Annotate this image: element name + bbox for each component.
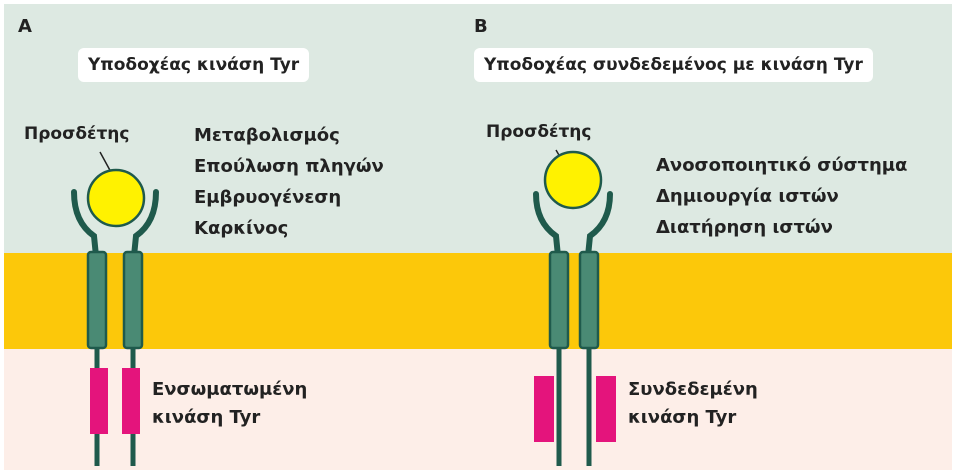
function-item: Μεταβολισμός — [194, 120, 384, 151]
function-item: Εμβρυογένεση — [194, 182, 384, 213]
panel-letter: B — [474, 16, 488, 37]
transmembrane-segment-right — [124, 252, 142, 348]
associated-kinase-left — [534, 376, 554, 442]
transmembrane-segment-left — [550, 252, 568, 348]
kinase-label: Ενσωματωμένη κινάση Tyr — [152, 376, 307, 432]
kinase-label-line: Συνδεδεμένη — [628, 376, 758, 404]
kinase-label-line: Ενσωματωμένη — [152, 376, 307, 404]
ligand-label: Προσδέτης — [24, 124, 130, 144]
receptor-left-arm — [536, 194, 558, 256]
kinase-domain-right — [122, 368, 140, 434]
ligand-circle — [88, 170, 144, 226]
receptor-right-arm — [588, 194, 610, 256]
kinase-domain-left — [90, 368, 108, 434]
kinase-label-line: κινάση Tyr — [152, 404, 307, 432]
panel-letter: A — [18, 16, 32, 37]
transmembrane-segment-left — [88, 252, 106, 348]
function-list: Ανοσοποιητικό σύστημα Δημιουργία ιστών Δ… — [656, 150, 907, 243]
kinase-label: Συνδεδεμένη κινάση Tyr — [628, 376, 758, 432]
function-item: Καρκίνος — [194, 213, 384, 244]
function-item: Διατήρηση ιστών — [656, 212, 907, 243]
function-list: Μεταβολισμός Επούλωση πληγών Εμβρυογένεσ… — [194, 120, 384, 244]
kinase-label-line: κινάση Tyr — [628, 404, 758, 432]
ligand-circle — [545, 152, 601, 208]
function-item: Δημιουργία ιστών — [656, 181, 907, 212]
ligand-label: Προσδέτης — [486, 122, 592, 142]
panel-b-kinase-linked-receptor: B Υποδοχέας συνδεδεμένος με κινάση Tyr Π… — [460, 4, 952, 470]
function-item: Ανοσοποιητικό σύστημα — [656, 150, 907, 181]
function-item: Επούλωση πληγών — [194, 151, 384, 182]
transmembrane-segment-right — [580, 252, 598, 348]
panel-title: Υποδοχέας κινάση Tyr — [78, 48, 309, 82]
panel-a-receptor-tyrosine-kinase: A Υποδοχέας κινάση Tyr Προσδέτης Μεταβολ… — [4, 4, 494, 470]
associated-kinase-right — [596, 376, 616, 442]
panel-title: Υποδοχέας συνδεδεμένος με κινάση Tyr — [474, 48, 873, 82]
